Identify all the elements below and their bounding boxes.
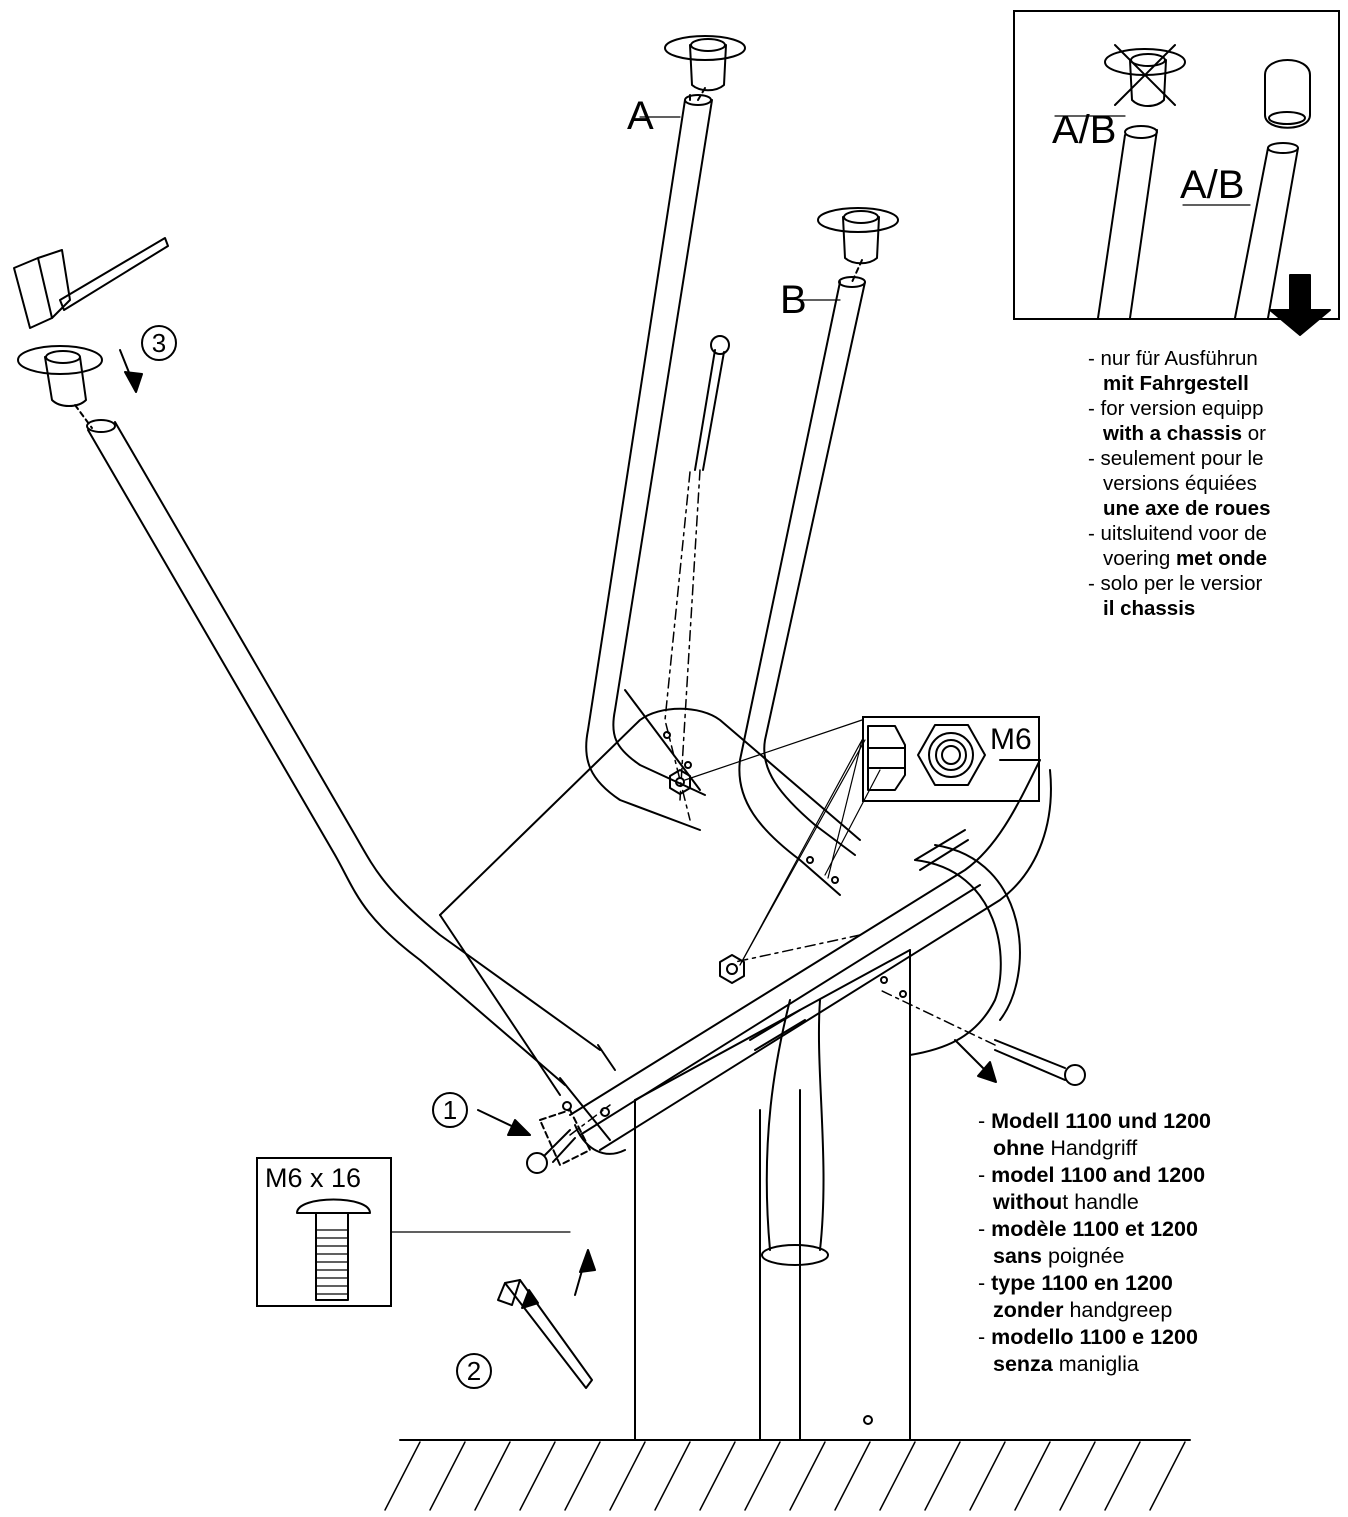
model-note-bold: senza [993, 1352, 1053, 1376]
chassis-note-lead: voering [1103, 547, 1176, 570]
tube-a-label: A [627, 94, 654, 138]
chassis-note-line: - solo per le versior [1088, 571, 1270, 596]
tube-b-label: B [780, 278, 807, 322]
model-note-line: without handle [978, 1189, 1211, 1216]
model-note-bold: zonder [993, 1298, 1064, 1322]
model-note-line: - Modell 1100 und 1200 [978, 1108, 1211, 1135]
handle-tube-left [86, 419, 616, 1166]
chassis-note-lead: versions équiées [1103, 472, 1257, 495]
model-note-line: - type 1100 en 1200 [978, 1270, 1211, 1297]
model-note-line: sans poignée [978, 1243, 1211, 1270]
ground-hatching [384, 1439, 1191, 1511]
chassis-note-lead: - nur für Ausführun [1088, 347, 1258, 370]
allen-key-icon [497, 1279, 593, 1389]
chassis-note-line: - seulement pour le [1088, 446, 1270, 471]
model-note-tail: t handle [1062, 1190, 1139, 1214]
chassis-note-tail: or [1242, 422, 1266, 445]
arrows [119, 274, 1331, 1309]
chassis-note-line: - for version equipp [1088, 396, 1270, 421]
chassis-note-bold: il chassis [1103, 597, 1196, 620]
chassis-inset-frame [1013, 10, 1340, 320]
model-note-bold: modèle 1100 et 1200 [991, 1217, 1198, 1241]
bolts [526, 335, 1086, 1174]
chassis-note-lead: - for version equipp [1088, 397, 1264, 420]
bolt-size-label: M6 x 16 [265, 1163, 362, 1193]
tube-caps [17, 35, 899, 429]
model-note-lead: - [978, 1325, 992, 1349]
pointer-lines [391, 115, 1251, 1233]
model-note-line: - model 1100 and 1200 [978, 1162, 1211, 1189]
model-note-line: senza maniglia [978, 1351, 1211, 1378]
chassis-note-line: il chassis [1088, 596, 1270, 621]
chassis-note-bold: une axe de roues [1103, 497, 1271, 520]
model-note-lead: - [978, 1109, 992, 1133]
model-note-line: - modello 1100 e 1200 [978, 1324, 1211, 1351]
chassis-note-lead: - seulement pour le [1088, 447, 1264, 470]
chassis-note-line: - nur für Ausführun [1088, 346, 1270, 371]
bolt-m6x16-icon [296, 1198, 371, 1301]
step-2-marker: 2 [456, 1353, 492, 1389]
chassis-note-bold: mit Fahrgestell [1103, 372, 1249, 395]
tube-a [585, 94, 713, 831]
model-note-lead: - [978, 1163, 992, 1187]
chassis-note-line: voering met onde [1088, 546, 1270, 571]
step-3-marker: 3 [141, 325, 177, 361]
inset-drawing [1097, 44, 1311, 319]
model-note-tail: maniglia [1052, 1352, 1139, 1376]
model-note-lead: - [978, 1271, 992, 1295]
model-note-bold: ohne [993, 1136, 1045, 1160]
model-note-bold: Modell 1100 und 1200 [991, 1109, 1212, 1133]
model-note-tail: handgreep [1063, 1298, 1173, 1322]
seat-panel [439, 707, 1052, 1155]
chassis-note-lead: - solo per le versior [1088, 572, 1263, 595]
stand-column [634, 844, 1021, 1441]
model-note-bold: sans [993, 1244, 1043, 1268]
chassis-note-bold: met onde [1175, 547, 1268, 570]
chassis-note-line: mit Fahrgestell [1088, 371, 1270, 396]
chassis-note-bold: with a chassis [1103, 422, 1243, 445]
tube-b [738, 276, 866, 896]
bolt-inset-frame [256, 1157, 392, 1307]
chassis-note-line: - uitsluitend voor de [1088, 521, 1270, 546]
hammer-icon [13, 237, 169, 329]
model-note-line: - modèle 1100 et 1200 [978, 1216, 1211, 1243]
model-note-line: zonder handgreep [978, 1297, 1211, 1324]
step-1-marker: 1 [432, 1092, 468, 1128]
chassis-note-line: with a chassis or [1088, 421, 1270, 446]
nut-size-label: M6 [990, 723, 1032, 756]
nut-inset-frame [862, 716, 1040, 802]
model-note-tail: poignée [1042, 1244, 1125, 1268]
model-note-bold: type 1100 en 1200 [991, 1271, 1173, 1295]
model-note-bold: modello 1100 e 1200 [991, 1325, 1198, 1349]
nut-m6-icon [867, 724, 986, 791]
model-note-bold: withou [993, 1190, 1063, 1214]
model-note-line: ohne Handgriff [978, 1135, 1211, 1162]
model-note-lead: - [978, 1217, 992, 1241]
chassis-note-lead: - uitsluitend voor de [1088, 522, 1267, 545]
inset-ab-label-right: A/B [1180, 163, 1245, 207]
chassis-note-line: versions équiées [1088, 471, 1270, 496]
chassis-note-line: une axe de roues [1088, 496, 1270, 521]
inset-ab-label-left: A/B [1052, 108, 1117, 152]
model-note-bold: model 1100 and 1200 [991, 1163, 1206, 1187]
model-note-tail: Handgriff [1044, 1136, 1138, 1160]
